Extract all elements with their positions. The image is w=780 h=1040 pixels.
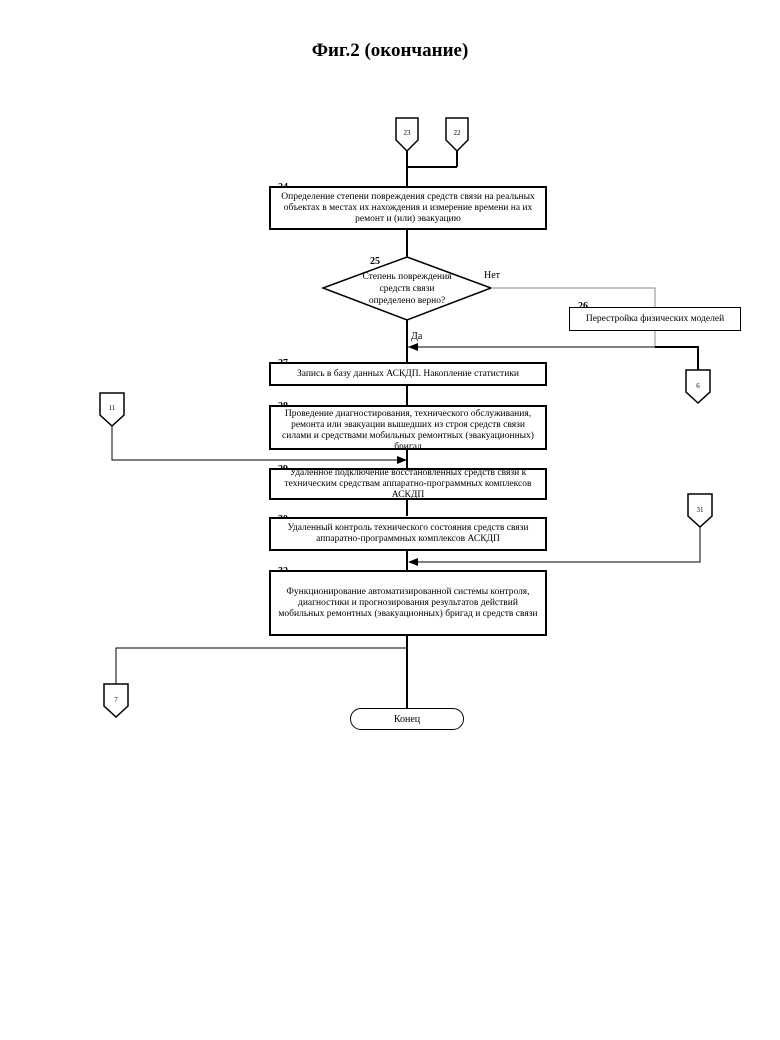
- step-32-text: Функционирование автоматизированной сист…: [277, 587, 539, 620]
- step-27-box: Запись в базу данных АСКДП. Накопление с…: [269, 362, 547, 386]
- step-28-text: Проведение диагностирования, техническог…: [277, 409, 539, 450]
- connector-23-label: 23: [397, 129, 417, 137]
- no-label: Нет: [484, 270, 500, 281]
- connector-7-label: 7: [106, 696, 126, 704]
- step-30-text: Удаленный контроль технического состояни…: [277, 523, 539, 545]
- end-terminator: Конец: [350, 708, 464, 730]
- end-label: Конец: [394, 714, 420, 725]
- connector-6-label: 6: [688, 382, 708, 390]
- step-30-box: Удаленный контроль технического состояни…: [269, 517, 547, 551]
- step-29-box: Удаленное подключение восстановленных ср…: [269, 468, 547, 500]
- step-28-box: Проведение диагностирования, техническог…: [269, 405, 547, 450]
- step-25-question: Степень повреждения средств связи опреде…: [357, 271, 457, 307]
- step-24-box: Определение степени повреждения средств …: [269, 186, 547, 230]
- step-25-number: 25: [370, 256, 380, 267]
- connector-22-label: 22: [447, 129, 467, 137]
- step-26-text: Перестройка физических моделей: [586, 314, 724, 325]
- connector-31-label: 31: [690, 506, 710, 514]
- step-29-text: Удаленное подключение восстановленных ср…: [277, 468, 539, 501]
- step-26-box: Перестройка физических моделей: [569, 307, 741, 331]
- step-27-text: Запись в базу данных АСКДП. Накопление с…: [297, 369, 519, 380]
- connector-11-label: 11: [102, 404, 122, 412]
- yes-label: Да: [411, 331, 422, 342]
- step-32-box: Функционирование автоматизированной сист…: [269, 570, 547, 636]
- step-24-text: Определение степени повреждения средств …: [277, 192, 539, 225]
